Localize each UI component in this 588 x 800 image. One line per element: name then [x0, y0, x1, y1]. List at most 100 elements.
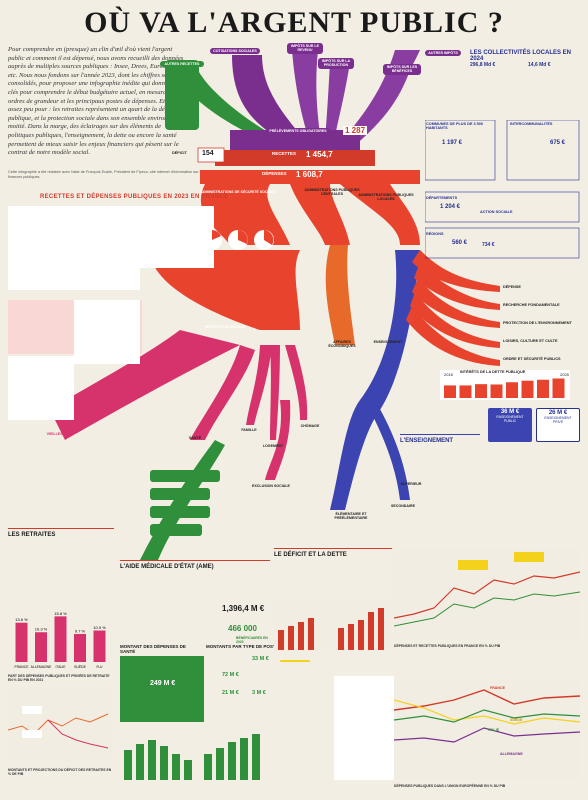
label-elementaire: ÉLÉMENTAIRE ET PRÉÉLÉMENTAIRE — [334, 512, 368, 521]
ame-soins-gauge — [120, 656, 204, 722]
regions-value: 560 € — [452, 240, 468, 246]
retraites-bar — [15, 622, 28, 662]
deficit-title: LE DÉFICIT ET LA DETTE — [274, 552, 347, 558]
label-chomage: CHÔMAGE — [300, 424, 320, 428]
retraites-projection-chart — [8, 690, 112, 762]
label-sante: SANTÉ — [188, 436, 202, 440]
label-depenses: DÉPENSES — [262, 171, 287, 176]
eu-line-chart — [394, 680, 580, 780]
ame-amount: 1,396,4 M € — [222, 604, 265, 613]
collectivites-deficit: 14,6 Md € — [528, 62, 551, 68]
ame-beneficiaires: 466 000 — [228, 624, 257, 633]
ame-poste1: 72 M € — [222, 672, 239, 678]
recettes-text-col2 — [74, 206, 140, 290]
retraites-bar-category: ALLEMAGNE — [31, 665, 52, 669]
interco-value: 675 € — [550, 140, 566, 146]
label-deficit: DÉFICIT — [172, 151, 187, 155]
interets-year-start: 2018 — [444, 372, 454, 377]
communes-label: COMMUNES DE PLUS DE 3 500 HABITANTS — [426, 122, 483, 131]
action-sociale-label: ACTION SOCIALE — [480, 210, 513, 214]
value-deficit: 154 — [202, 150, 214, 157]
retraites-bar-label: 9.7 % — [75, 628, 86, 633]
flow-locales — [340, 184, 420, 245]
ame-beneficiaires-label: BÉNÉFICIAIRES EN 2023 — [236, 636, 268, 644]
ens-public-value: 36 M € — [500, 409, 520, 415]
flow-chomage — [285, 345, 308, 420]
label-interets: INTÉRÊTS DE LA DETTE PUBLIQUE — [460, 370, 526, 374]
label-prelevements: PRÉLÈVEMENTS OBLIGATOIRES — [266, 128, 330, 135]
label-autres-recettes: AUTRES RECETTES — [160, 61, 204, 68]
retraites-proj-caption: MONTANTS ET PROJECTIONS DU DÉFICIT DES R… — [8, 768, 112, 776]
interets-bar — [521, 380, 534, 398]
label-logement: LOGEMENT — [262, 444, 284, 448]
intro-text: Pour comprendre en (presque) un clin d'œ… — [8, 46, 184, 157]
retraites-bar-label: 13.6 % — [15, 617, 28, 622]
label-autres-impots: AUTRES IMPÔTS — [425, 50, 461, 57]
protection-text2 — [8, 356, 74, 420]
depts-value: 1 204 € — [440, 204, 461, 210]
label-loisirs: LOISIRS, CULTURE ET CULTE — [503, 339, 558, 343]
protection-text3 — [74, 300, 140, 364]
secu-text2 — [334, 676, 394, 780]
interco-label: INTERCOMMUNALITÉS — [510, 122, 553, 126]
value-prelevements: 1 287 — [343, 126, 368, 135]
value-recettes: 1 454,7 — [306, 150, 333, 159]
recettes-text-col3 — [140, 206, 214, 268]
label-superieur: SUPÉRIEUR — [400, 482, 422, 486]
label-recettes: RECETTES — [272, 151, 297, 156]
retraites-bar — [35, 632, 47, 662]
label-impots-revenu: IMPÔTS SUR LE REVENU — [287, 43, 323, 54]
retraites-bar — [54, 616, 67, 662]
deficit-small-chart — [274, 600, 392, 650]
ame-postes-title: MONTANTS PAR TYPE DE POSTES — [206, 644, 282, 649]
retraites-bar-label: 10.9 % — [93, 625, 106, 630]
flow-protection — [150, 250, 300, 330]
label-protection-sociale: PROTECTION SOCIALE — [204, 325, 246, 329]
collectivites-depenses: 296,8 Md € — [470, 62, 496, 68]
retraites-title: LES RETRAITES — [8, 532, 56, 538]
collectivites-text — [425, 76, 583, 116]
ame-soins-value: 249 M € — [150, 680, 176, 687]
interets-year-end: 2025 — [560, 372, 570, 377]
ens-prive-label: ENSEIGNEMENT PRIVÉ — [544, 415, 572, 425]
label-recherche: RECHERCHE FONDAMENTALE — [503, 303, 560, 307]
retraites-bar-category: R-U — [96, 665, 103, 669]
label-tva: IMPÔTS SUR LES BÉNÉFICES — [383, 64, 421, 75]
collectivites-icons — [425, 120, 580, 259]
deficit-caption: DÉPENSES ET RECETTES PUBLIQUES EN FRANCE… — [394, 644, 501, 648]
badge-secu — [280, 660, 310, 662]
flow-sante — [190, 345, 255, 440]
ame-title: L'AIDE MÉDICALE D'ÉTAT (AME) — [120, 564, 214, 570]
label-vieillesse: VIEILLESSE — [46, 432, 68, 436]
interets-chart: 2018 2025 — [444, 372, 570, 398]
eu-caption: DÉPENSES PUBLIQUES DANS L'UNION EUROPÉEN… — [394, 784, 506, 788]
secu-text — [274, 676, 330, 776]
recettes-text-col1 — [8, 206, 74, 290]
interets-bar — [506, 382, 518, 398]
legend-france: FRANCE — [490, 686, 505, 690]
label-enseignement: ENSEIGNEMENT — [373, 340, 403, 344]
label-ordre: ORDRE ET SÉCURITÉ PUBLICS — [503, 357, 561, 361]
label-admin-locales: ADMINISTRATIONS PUBLIQUES LOCALES — [358, 193, 414, 202]
interets-bar — [552, 378, 565, 398]
ame-poste3: 21 M € — [222, 690, 239, 696]
retraites-bar-label: 10.3 % — [35, 627, 48, 632]
retraites-text2 — [62, 544, 112, 592]
ame-text — [120, 576, 210, 636]
ens-prive-box: 26 M € ENSEIGNEMENT PRIVÉ — [536, 408, 580, 442]
retraites-bar-category: FRANCE — [15, 665, 30, 669]
interets-bar — [444, 385, 456, 398]
legend-italie: ITALIE — [488, 728, 500, 732]
retraites-chart-caption: PART DES DÉPENSES PUBLIQUES ET PRIVÉES D… — [8, 674, 110, 682]
flow-tva — [344, 70, 410, 150]
flow-affaires — [325, 245, 355, 345]
ame-poste4: 3 M € — [252, 690, 266, 696]
pib-pies — [202, 230, 274, 250]
ens-public-box: 36 M € ENSEIGNEMENT PUBLIC — [488, 408, 532, 442]
interets-bar — [459, 385, 472, 398]
label-famille: FAMILLE — [241, 428, 257, 432]
retraites-bar-category: SUÈDE — [74, 664, 86, 669]
interets-bar — [537, 379, 549, 398]
action-sociale-value: 734 € — [482, 242, 495, 248]
